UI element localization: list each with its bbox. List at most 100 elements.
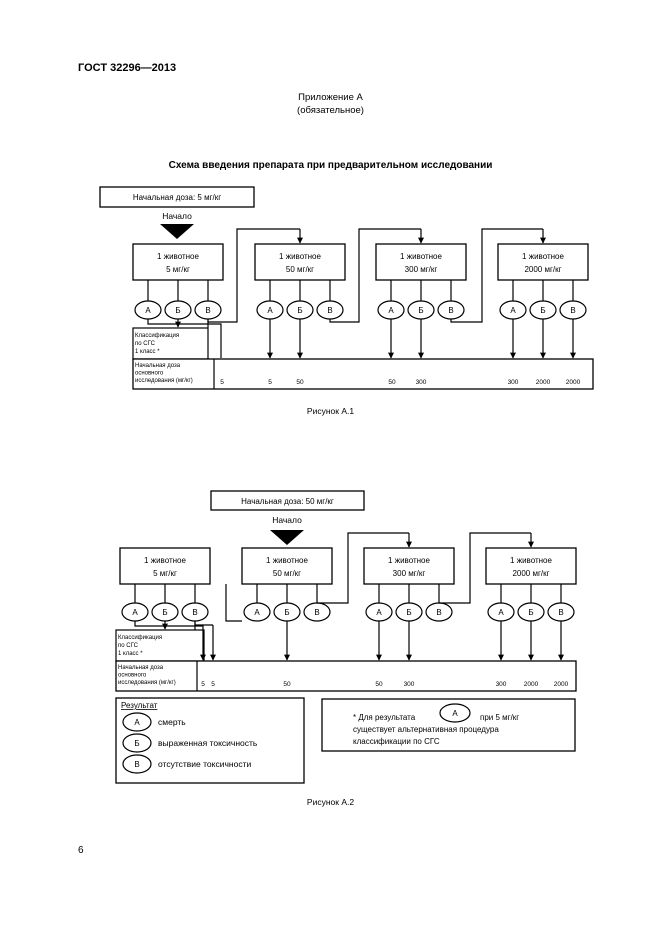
animal-box [132, 243, 224, 281]
legend-item-text: смерть [158, 717, 186, 727]
outcome-letter: В [558, 608, 563, 617]
outcome-letter: В [570, 306, 575, 315]
figure-a1-caption: Рисунок А.1 [306, 406, 355, 416]
animal-box [375, 243, 467, 281]
dose-value: 2000 [536, 379, 551, 386]
dose-value: 300 [508, 379, 519, 386]
outcome-letter: Б [284, 608, 289, 617]
start-dose-label: Начальная доза: 5 мг/кг [133, 193, 221, 202]
dose-value: 5 [211, 681, 215, 688]
start-dose-box [210, 490, 365, 511]
animal-box-dose: 2000 мг/кг [512, 569, 549, 578]
dose-value: 5 [268, 379, 272, 386]
classification-box [132, 327, 209, 360]
scheme-title: Схема введения препарата при предварител… [168, 160, 493, 171]
outcome-letter: А [376, 608, 382, 617]
note-line3: классификации по СГС [353, 737, 440, 746]
transition-line [329, 228, 421, 323]
outcome-letter: Б [175, 306, 180, 315]
classification-label: 1 класс * [135, 349, 160, 355]
start-arrow [270, 530, 304, 545]
legend-key-ellipse [122, 733, 152, 753]
page-number: 6 [78, 845, 84, 856]
outcome-letter: А [388, 306, 394, 315]
classification-label: по СГС [118, 643, 139, 649]
note-key-ellipse [439, 703, 471, 723]
animal-box [254, 243, 346, 281]
note-key-letter: А [452, 709, 458, 718]
dose-value: 2000 [566, 379, 581, 386]
dose-value: 2000 [554, 681, 569, 688]
start-label: Начало [162, 211, 192, 221]
note-prefix: * Для результата [353, 713, 416, 722]
transition-line [450, 228, 543, 323]
animal-box [241, 547, 333, 585]
transition-line [317, 532, 409, 604]
animal-box-line1: 1 животное [157, 252, 199, 261]
outcome-letter: А [267, 306, 273, 315]
animal-box-line1: 1 животное [522, 252, 564, 261]
dose-value: 300 [496, 681, 507, 688]
legend-key-letter: Б [134, 739, 139, 748]
outcome-letter: Б [406, 608, 411, 617]
classification-label: Классификация [135, 333, 179, 339]
transition-line [194, 621, 213, 626]
animal-box [497, 243, 589, 281]
animal-box-line1: 1 животное [400, 252, 442, 261]
legend-key-letter: В [134, 760, 139, 769]
note-suffix: при 5 мг/кг [480, 713, 519, 722]
animal-box-dose: 300 мг/кг [405, 265, 438, 274]
dose-value: 50 [375, 681, 383, 688]
dose-table-label: основного [118, 673, 147, 679]
dose-value: 2000 [524, 681, 539, 688]
outcome-letter: В [327, 306, 332, 315]
standard-header: ГОСТ 32296—2013 [78, 62, 177, 74]
legend-key-ellipse [122, 712, 152, 732]
appendix-title: Приложение А [298, 92, 363, 103]
legend-key-letter: А [134, 718, 140, 727]
animal-box-dose: 5 мг/кг [153, 569, 177, 578]
animal-box [363, 547, 455, 585]
animal-box-dose: 5 мг/кг [166, 265, 190, 274]
outcome-letter: В [448, 306, 453, 315]
transition-line [439, 532, 531, 604]
outcome-letter: А [132, 608, 138, 617]
outcome-letter: Б [297, 306, 302, 315]
legend-title: Результат [121, 701, 158, 710]
classification-label: Классификация [118, 635, 162, 641]
animal-box-dose: 50 мг/кг [286, 265, 314, 274]
animal-box-line1: 1 животное [510, 556, 552, 565]
dose-value: 50 [388, 379, 396, 386]
dose-table-label: основного [135, 371, 164, 377]
legend-item-text: выраженная токсичность [158, 738, 258, 748]
dose-value: 300 [416, 379, 427, 386]
outcome-letter: А [498, 608, 504, 617]
transition-line [225, 584, 242, 622]
start-dose-box [99, 186, 255, 208]
dose-table [132, 358, 594, 390]
legend-item-text: отсутствие токсичности [158, 759, 251, 769]
outcome-letter: В [314, 608, 319, 617]
animal-box-dose: 50 мг/кг [273, 569, 301, 578]
dose-value: 50 [283, 681, 291, 688]
outcome-letter: Б [528, 608, 533, 617]
animal-box-dose: 2000 мг/кг [524, 265, 561, 274]
dose-table-label: Начальная доза [118, 665, 164, 671]
start-label: Начало [272, 515, 302, 525]
classification-label: 1 класс * [118, 651, 143, 657]
animal-box [119, 547, 211, 585]
dose-table-label: исследования (мг/кг) [118, 680, 176, 686]
outcome-letter: А [254, 608, 260, 617]
dose-value: 50 [296, 379, 304, 386]
outcome-ellipse [243, 602, 271, 622]
dose-table-label: исследования (мг/кг) [135, 378, 193, 384]
outcome-letter: Б [540, 306, 545, 315]
note-line2: существует альтернативная процедура [353, 725, 499, 734]
classification-label: по СГС [135, 341, 156, 347]
transition-line [134, 621, 203, 627]
dose-value: 5 [220, 379, 224, 386]
